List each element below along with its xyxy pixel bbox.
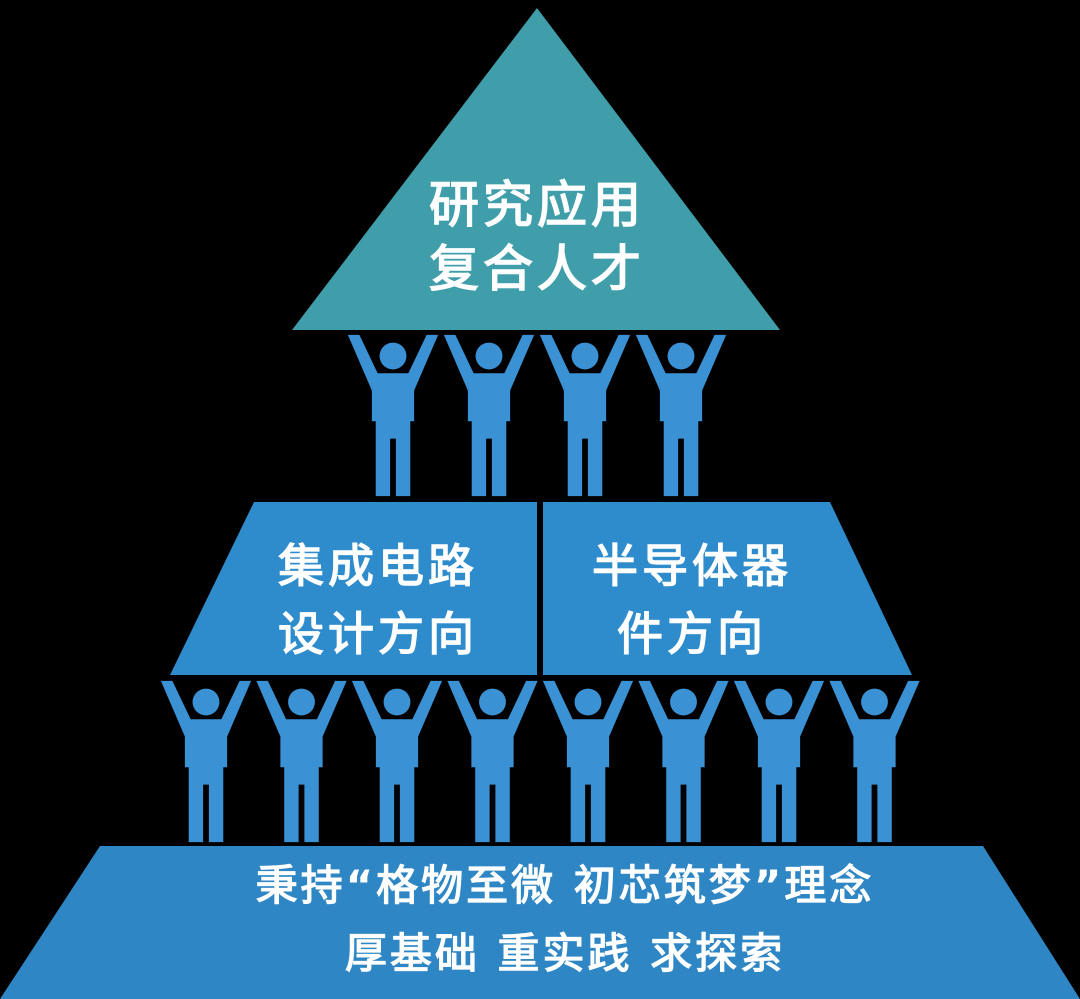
person-figure-icon (443, 334, 535, 497)
top-tier-label-line2: 复合人才 (429, 240, 645, 298)
middle-left-label-line2: 设计方向 (278, 607, 478, 661)
person-figure-icon (829, 680, 920, 843)
person-figure-icon (447, 680, 538, 843)
middle-left-block (170, 502, 537, 675)
person-figure-icon (347, 334, 439, 497)
person-figure-icon (542, 680, 634, 843)
person-figure-icon (351, 680, 443, 843)
person-figure-icon (635, 334, 727, 497)
person-figure-icon (256, 680, 347, 843)
top-tier-label-line1: 研究应用 (429, 176, 645, 234)
upper-figures-row (347, 334, 727, 497)
middle-left-label-line1: 集成电路 (277, 539, 478, 593)
base-label-line1: 秉持“格物至微 初芯筑梦”理念 (256, 861, 875, 910)
person-figure-icon (638, 680, 729, 843)
middle-right-label-line1: 半导体器 (592, 539, 792, 593)
person-figure-icon (539, 334, 631, 497)
person-figure-icon (733, 680, 825, 843)
pyramid-middle-tier: 集成电路 设计方向 半导体器 件方向 (170, 502, 912, 675)
base-block (0, 846, 1080, 999)
person-figure-icon (160, 680, 252, 843)
lower-figures-row (160, 680, 920, 843)
middle-right-label-line2: 件方向 (617, 607, 767, 661)
base-label-line2: 厚基础 重实践 求探索 (345, 929, 785, 978)
pyramid-base-tier: 秉持“格物至微 初芯筑梦”理念 厚基础 重实践 求探索 (0, 846, 1080, 999)
middle-right-block (543, 502, 912, 675)
top-triangle (292, 8, 780, 330)
pyramid-top-tier: 研究应用 复合人才 (292, 8, 780, 330)
